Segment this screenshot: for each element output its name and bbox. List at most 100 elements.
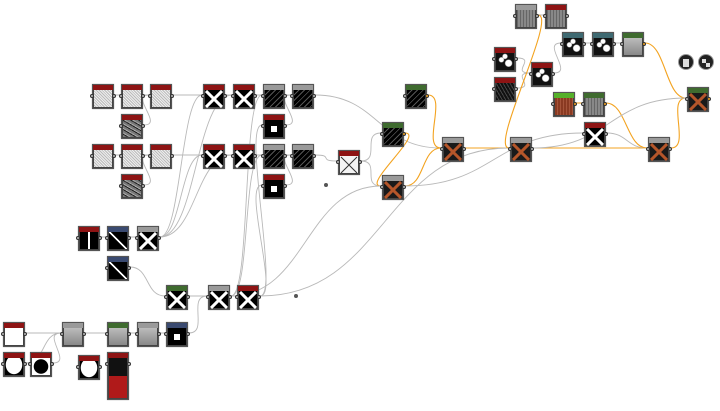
output-port[interactable]: [23, 362, 27, 366]
graph-node-t3[interactable]: [492, 47, 518, 72]
output-port[interactable]: [514, 57, 518, 61]
reroute-dot[interactable]: [294, 294, 298, 298]
input-port[interactable]: [529, 72, 533, 76]
graph-node-b1[interactable]: [164, 285, 190, 310]
graph-node-d1[interactable]: [1, 352, 27, 377]
graph-node-m4[interactable]: [201, 144, 227, 169]
connection-t10-out[interactable]: [605, 102, 648, 149]
connection-m7-w1[interactable]: [314, 154, 338, 162]
output-port[interactable]: [98, 236, 102, 240]
output-port[interactable]: [170, 154, 174, 158]
graph-node-b3[interactable]: [235, 285, 261, 310]
graph-node-n2[interactable]: [119, 84, 145, 109]
input-port[interactable]: [380, 185, 384, 189]
graph-node-s4[interactable]: [105, 256, 131, 281]
graph-node-o1[interactable]: [380, 175, 406, 200]
input-port[interactable]: [76, 236, 80, 240]
output-port[interactable]: [604, 132, 608, 136]
input-port[interactable]: [646, 147, 650, 151]
output-port[interactable]: [141, 124, 145, 128]
graph-node-m7[interactable]: [290, 144, 316, 169]
output-port[interactable]: [283, 184, 287, 188]
input-port[interactable]: [513, 14, 517, 18]
input-port[interactable]: [231, 154, 235, 158]
graph-node-t2[interactable]: [543, 4, 569, 29]
output-port[interactable]: [82, 332, 86, 336]
input-port[interactable]: [403, 94, 407, 98]
connection-s4-b1[interactable]: [129, 266, 166, 297]
input-port[interactable]: [119, 184, 123, 188]
input-port[interactable]: [492, 57, 496, 61]
connection-out-o4[interactable]: [670, 97, 687, 149]
output-port[interactable]: [223, 154, 227, 158]
input-port[interactable]: [685, 97, 689, 101]
output-port[interactable]: [612, 42, 616, 46]
input-port[interactable]: [336, 160, 340, 164]
input-port[interactable]: [206, 295, 210, 299]
connection-c5-b2[interactable]: [188, 295, 208, 334]
graph-node-c4[interactable]: [135, 322, 161, 347]
output-port[interactable]: [141, 94, 145, 98]
output-port[interactable]: [514, 87, 518, 91]
graph-node-m9[interactable]: [261, 174, 287, 199]
input-port[interactable]: [90, 94, 94, 98]
output-port[interactable]: [312, 94, 316, 98]
input-port[interactable]: [231, 94, 235, 98]
graph-node-t1[interactable]: [513, 4, 539, 29]
output-port[interactable]: [228, 295, 232, 299]
input-port[interactable]: [105, 236, 109, 240]
input-port[interactable]: [60, 332, 64, 336]
connection-b3-n9[interactable]: [255, 124, 267, 297]
output-port[interactable]: [462, 147, 466, 151]
output-port[interactable]: [170, 94, 174, 98]
reroute-dot[interactable]: [324, 183, 328, 187]
input-port[interactable]: [261, 124, 265, 128]
connection-s3-m4[interactable]: [159, 154, 203, 238]
input-port[interactable]: [135, 332, 139, 336]
output-port[interactable]: [582, 42, 586, 46]
connection-o1-w2[interactable]: [404, 132, 584, 187]
input-port[interactable]: [76, 365, 80, 369]
input-port[interactable]: [135, 236, 139, 240]
input-port[interactable]: [105, 362, 109, 366]
output-port[interactable]: [530, 147, 534, 151]
connection-w1-o1[interactable]: [360, 160, 382, 187]
graph-node-m8[interactable]: [119, 174, 145, 199]
graph-node-t4[interactable]: [492, 77, 518, 102]
input-port[interactable]: [164, 332, 168, 336]
input-port[interactable]: [560, 42, 564, 46]
output-port[interactable]: [573, 102, 577, 106]
graph-node-d3[interactable]: [76, 355, 102, 380]
connection-t8-o4[interactable]: [644, 42, 687, 99]
graph-node-w1[interactable]: [336, 150, 362, 175]
input-port[interactable]: [581, 102, 585, 106]
connection-o3-o4[interactable]: [532, 97, 687, 149]
output-port[interactable]: [283, 154, 287, 158]
connection-t3-t5[interactable]: [516, 57, 531, 74]
graph-node-t8[interactable]: [620, 32, 646, 57]
graph-node-o4[interactable]: [685, 87, 711, 112]
input-port[interactable]: [620, 42, 624, 46]
connection-n7-o2[interactable]: [314, 94, 442, 149]
input-port[interactable]: [543, 14, 547, 18]
output-port[interactable]: [707, 97, 711, 101]
input-port[interactable]: [1, 332, 5, 336]
input-port[interactable]: [582, 132, 586, 136]
connection-w1-g1[interactable]: [360, 132, 382, 162]
output-port[interactable]: [127, 332, 131, 336]
input-port[interactable]: [261, 154, 265, 158]
input-port[interactable]: [551, 102, 555, 106]
input-port[interactable]: [148, 94, 152, 98]
output-port[interactable]: [565, 14, 569, 18]
input-port[interactable]: [201, 94, 205, 98]
input-port[interactable]: [590, 42, 594, 46]
connection-t1-o3[interactable]: [504, 14, 543, 149]
graph-node-n8[interactable]: [119, 114, 145, 139]
document-icon[interactable]: [678, 54, 694, 70]
connection-s3-n4[interactable]: [159, 94, 203, 238]
graph-node-n1[interactable]: [90, 84, 116, 109]
graph-node-n4[interactable]: [201, 84, 227, 109]
output-port[interactable]: [312, 154, 316, 158]
graph-node-m1[interactable]: [90, 144, 116, 169]
